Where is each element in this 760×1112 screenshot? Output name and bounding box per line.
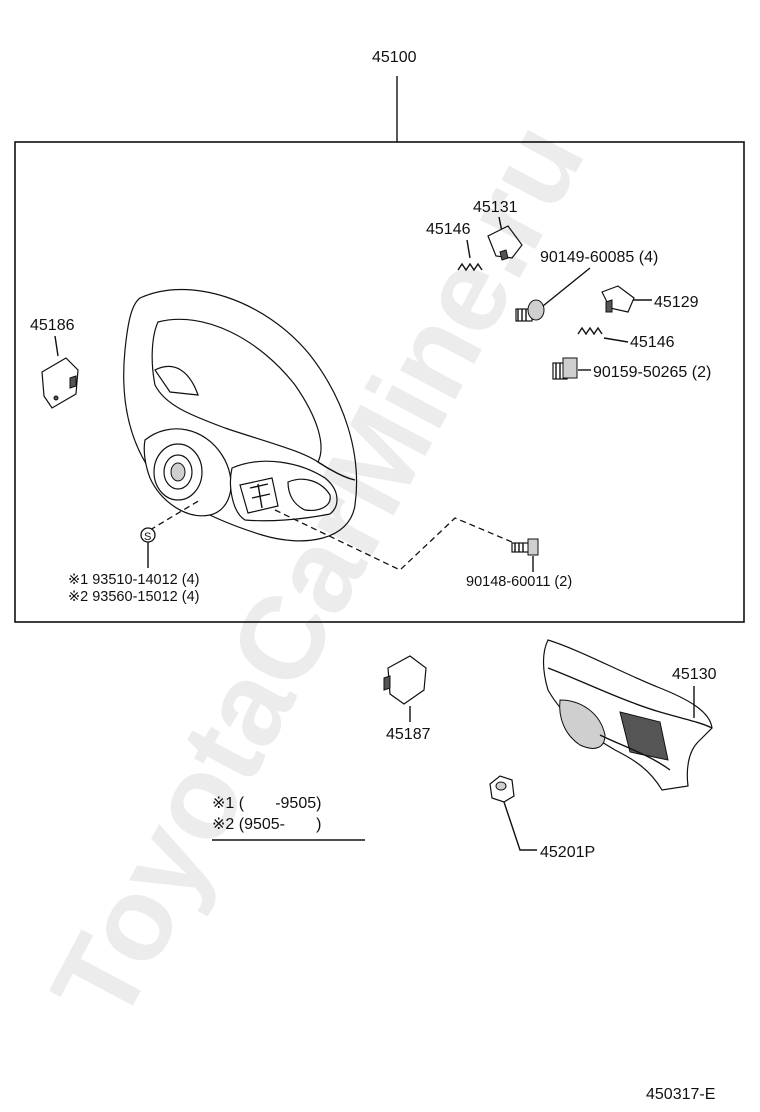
- label-45129: 45129: [654, 294, 699, 311]
- label-45186: 45186: [30, 317, 75, 334]
- part-45201P-nut: [489, 775, 515, 803]
- part-90159-nut: [552, 357, 578, 380]
- part-45146-lower-spring: [577, 326, 603, 336]
- part-45187-cover: [383, 655, 427, 705]
- legend-line-2: ※2 (9505- ): [212, 816, 321, 833]
- label-screw-2: ※2 93560-15012 (4): [68, 589, 199, 605]
- assembly-number-label: 45100: [372, 49, 417, 66]
- label-45131: 45131: [473, 199, 518, 216]
- label-45146-lower: 45146: [630, 334, 675, 351]
- s-mark-label: S: [144, 531, 151, 543]
- part-45131-bracket: [487, 225, 523, 261]
- part-90149-bolt: [515, 299, 545, 322]
- label-screw-1: ※1 93510-14012 (4): [68, 572, 199, 588]
- bolt-dash-line: [274, 509, 513, 571]
- label-45187: 45187: [386, 726, 431, 743]
- label-45130: 45130: [672, 666, 717, 683]
- part-45129-bracket: [601, 285, 635, 313]
- part-45186-cover: [41, 357, 79, 409]
- figure-id: 450317-E: [646, 1086, 715, 1103]
- label-45201P: 45201P: [540, 844, 595, 861]
- steering-wheel-drawing: [123, 288, 358, 542]
- assembly-frame: [14, 141, 745, 623]
- label-90159-50265: 90159-50265 (2): [593, 364, 711, 381]
- part-45130-lower-cover: [542, 639, 713, 791]
- label-90149-60085: 90149-60085 (4): [540, 249, 658, 266]
- part-90148-bolt: [511, 538, 539, 556]
- legend-line-1: ※1 ( -9505): [212, 795, 321, 812]
- label-90148-60011: 90148-60011 (2): [466, 574, 572, 590]
- label-45146-upper: 45146: [426, 221, 471, 238]
- part-45146-upper-spring: [457, 262, 483, 272]
